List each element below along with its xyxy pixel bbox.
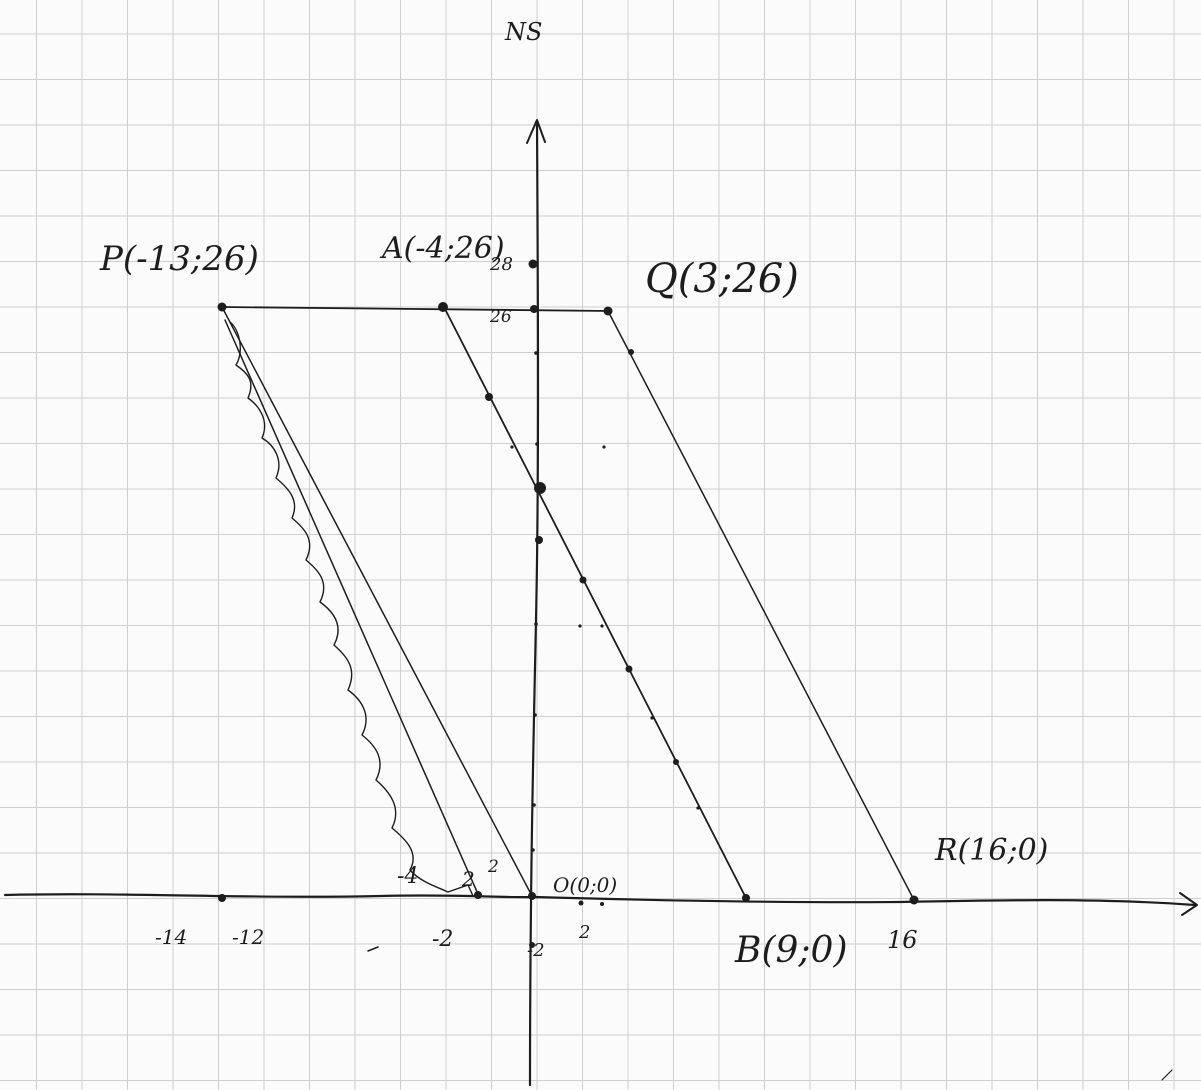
stray-mark-1 — [367, 946, 379, 952]
point-y28 — [528, 259, 538, 269]
point-ab-2 — [579, 576, 587, 584]
point-x-4 — [600, 902, 604, 906]
point-x-minus12 — [218, 894, 226, 902]
y-axis — [528, 120, 540, 1087]
point-ab-3 — [625, 665, 633, 673]
label-point-p: P(-13;26) — [99, 239, 259, 279]
tick-label-x-minus4: -4 — [397, 864, 418, 889]
y-axis-arrowhead — [526, 119, 546, 144]
point-o — [528, 892, 536, 900]
point-ab-1 — [485, 393, 493, 401]
stray-mark-2 — [1161, 1069, 1173, 1081]
points — [217, 259, 919, 948]
label-point-a: A(-4;26) — [379, 231, 505, 266]
point-q — [603, 306, 613, 316]
point-r — [909, 895, 919, 905]
tick-label-small-2: 2 — [487, 857, 499, 877]
point-x-2 — [578, 900, 584, 906]
x-axis — [3, 893, 1197, 907]
tick-y-3 — [534, 622, 538, 626]
tick-y-4 — [533, 713, 537, 717]
point-p — [217, 302, 227, 312]
dot-6 — [696, 806, 700, 810]
x-axis-arrowhead — [1179, 892, 1198, 916]
dot-2 — [602, 445, 606, 449]
label-point-q: Q(3;26) — [645, 256, 799, 302]
tick-label-x-16: 16 — [887, 926, 918, 954]
tick-label-x-minus14: -14 — [155, 925, 187, 949]
point-y-intercept-low — [535, 536, 543, 544]
tick-y-2 — [535, 442, 539, 446]
line-y26 — [221, 306, 611, 312]
tick-y-1 — [534, 351, 538, 355]
tick-label-x-minus12: -12 — [232, 925, 264, 949]
dot-1 — [510, 445, 514, 449]
tick-label-y-minus2: -2 — [527, 940, 545, 961]
wavy-line — [229, 321, 474, 897]
point-x-minus2 — [474, 891, 482, 899]
tick-y-6 — [531, 848, 535, 852]
point-qr-1 — [628, 349, 634, 355]
segment-a-b — [444, 308, 747, 899]
point-ab-4 — [673, 759, 679, 765]
segment-p-o — [221, 306, 533, 897]
tick-label-x-minus2: -2 — [432, 927, 453, 952]
point-b — [742, 894, 750, 902]
segment-p-minus2 — [224, 319, 479, 895]
label-point-o: O(0;0) — [553, 873, 617, 897]
tick-label-y28: 28 — [489, 254, 513, 275]
point-intersection — [534, 482, 546, 494]
tick-label-y26: 26 — [489, 307, 512, 327]
tick-y-5 — [532, 803, 536, 807]
tick-label-x-2: 2 — [578, 922, 590, 943]
dot-3 — [578, 624, 582, 628]
point-y-minus2 — [529, 942, 535, 948]
point-y26 — [530, 305, 538, 313]
segment-q-r — [607, 310, 915, 901]
label-point-b: B(9;0) — [734, 930, 847, 971]
label-point-r: R(16;0) — [934, 833, 1048, 868]
dot-4 — [600, 624, 604, 628]
axis-title-ns: NS — [504, 18, 542, 46]
tick-label-x-2b: 2 — [461, 867, 475, 891]
dot-5 — [650, 716, 654, 720]
point-a — [438, 302, 448, 312]
